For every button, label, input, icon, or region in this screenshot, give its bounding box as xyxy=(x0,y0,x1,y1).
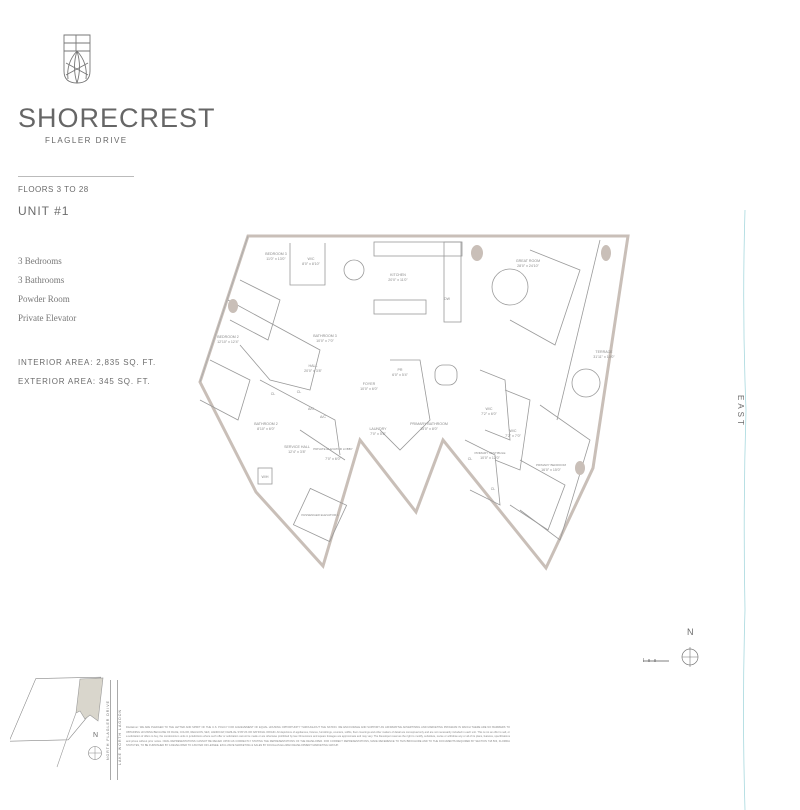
svg-text:7'2" x 6'0": 7'2" x 6'0" xyxy=(481,412,497,416)
svg-text:20'0" x 3'8": 20'0" x 3'8" xyxy=(304,369,322,373)
svg-text:31'11" x 10'0": 31'11" x 10'0" xyxy=(593,355,615,359)
svg-text:8'10" x 6'0": 8'10" x 6'0" xyxy=(257,427,275,431)
room-label: HALL xyxy=(309,364,318,368)
divider xyxy=(18,176,134,177)
room-label: PRIMARY BATHROOM xyxy=(410,422,448,426)
scale-bar xyxy=(643,658,669,662)
room-label: KITCHEN xyxy=(390,273,406,277)
svg-text:CL: CL xyxy=(491,487,496,491)
room-label: BEDROOM 3 xyxy=(265,252,287,256)
water-line xyxy=(743,210,747,810)
brand-name: SHORECREST xyxy=(18,103,216,133)
room-label: LAUNDRY xyxy=(369,427,387,431)
shorecrest-logo-icon xyxy=(63,34,91,84)
site-compass-icon xyxy=(88,746,102,760)
svg-text:CL: CL xyxy=(297,390,302,394)
room-label: FOYER xyxy=(363,382,376,386)
svg-text:16'0" x 15'0": 16'0" x 15'0" xyxy=(541,468,561,472)
svg-text:7'0" x 6'0": 7'0" x 6'0" xyxy=(325,457,341,461)
room-label: SERVICE HALL xyxy=(284,445,310,449)
svg-text:CL: CL xyxy=(468,457,473,461)
svg-text:12'10" x 12'4": 12'10" x 12'4" xyxy=(217,340,239,344)
exterior-area: EXTERIOR AREA: 345 SQ. FT. xyxy=(18,377,151,386)
room-label: PRIMARY VESTIBULE xyxy=(475,451,506,455)
svg-text:28'0" x 24'10": 28'0" x 24'10" xyxy=(517,264,539,268)
compass-icon xyxy=(643,647,699,667)
room-label: PR xyxy=(398,368,403,372)
unit-label: UNIT #1 xyxy=(18,204,70,218)
svg-text:12'4" x 3'8": 12'4" x 3'8" xyxy=(288,450,306,454)
room-label: BATHROOM 2 xyxy=(254,422,278,426)
svg-text:10'0" x 7'0": 10'0" x 7'0" xyxy=(316,339,334,343)
interior-area: INTERIOR AREA: 2,835 SQ. FT. xyxy=(18,358,156,367)
svg-text:W/H: W/H xyxy=(262,475,269,479)
room-label: PRIMARY BEDROOM xyxy=(536,463,566,467)
svg-text:CL: CL xyxy=(271,392,276,396)
disclaimer: Disclaimer: WE ARE PLEDGED TO THE LETTER… xyxy=(126,726,510,748)
svg-text:7'0" x 5'8": 7'0" x 5'8" xyxy=(370,432,386,436)
feature-item: Private Elevator xyxy=(18,313,77,323)
floor-plan: BEDROOM 311'0" x 13'0" W/C8'0" x 8'10" K… xyxy=(198,234,630,571)
north-label: N xyxy=(687,627,694,637)
room-label: W/C xyxy=(486,407,493,411)
room-label: TERRACE xyxy=(595,350,613,354)
street-label: NORTH FLAGLER DRIVE xyxy=(106,700,110,760)
floors-label: FLOORS 3 TO 28 xyxy=(18,185,89,194)
room-label: W/C xyxy=(510,429,517,433)
room-label: PRIVATE ELEVATOR LOBBY xyxy=(313,447,353,451)
room-label: BATHROOM 3 xyxy=(313,334,337,338)
water-label: LAKE WORTH LAGOON xyxy=(118,708,122,765)
svg-text:20'0" x 11'0": 20'0" x 11'0" xyxy=(388,278,408,282)
unit-outline xyxy=(198,234,630,571)
room-label: BEDROOM 2 xyxy=(217,335,239,339)
feature-item: 3 Bedrooms xyxy=(18,256,62,266)
terrace-wall xyxy=(556,239,601,421)
feature-item: Powder Room xyxy=(18,294,70,304)
site-plan xyxy=(10,676,104,768)
svg-text:8'0" x 8'10": 8'0" x 8'10" xyxy=(302,262,320,266)
room-label: GREAT ROOM xyxy=(516,259,540,263)
svg-text:11'0" x 13'0": 11'0" x 13'0" xyxy=(266,257,286,261)
room-label: PASSENGER ELEVATOR 1 xyxy=(301,513,339,517)
svg-text:10'0" x 6'0": 10'0" x 6'0" xyxy=(360,387,378,391)
svg-text:A/C: A/C xyxy=(320,415,326,419)
svg-text:7'2" x 7'0": 7'2" x 7'0" xyxy=(505,434,521,438)
svg-text:DW: DW xyxy=(444,297,451,301)
feature-item: 3 Bathrooms xyxy=(18,275,65,285)
svg-text:6'0" x 5'4": 6'0" x 5'4" xyxy=(392,373,408,377)
room-label: W/C xyxy=(308,257,315,261)
svg-text:10'0" x 12'0": 10'0" x 12'0" xyxy=(480,456,500,460)
svg-text:A/C: A/C xyxy=(308,407,314,411)
site-north-label: N xyxy=(93,732,99,739)
svg-text:15'0" x 8'0": 15'0" x 8'0" xyxy=(420,427,438,431)
brand-subtitle: FLAGLER DRIVE xyxy=(45,136,128,145)
